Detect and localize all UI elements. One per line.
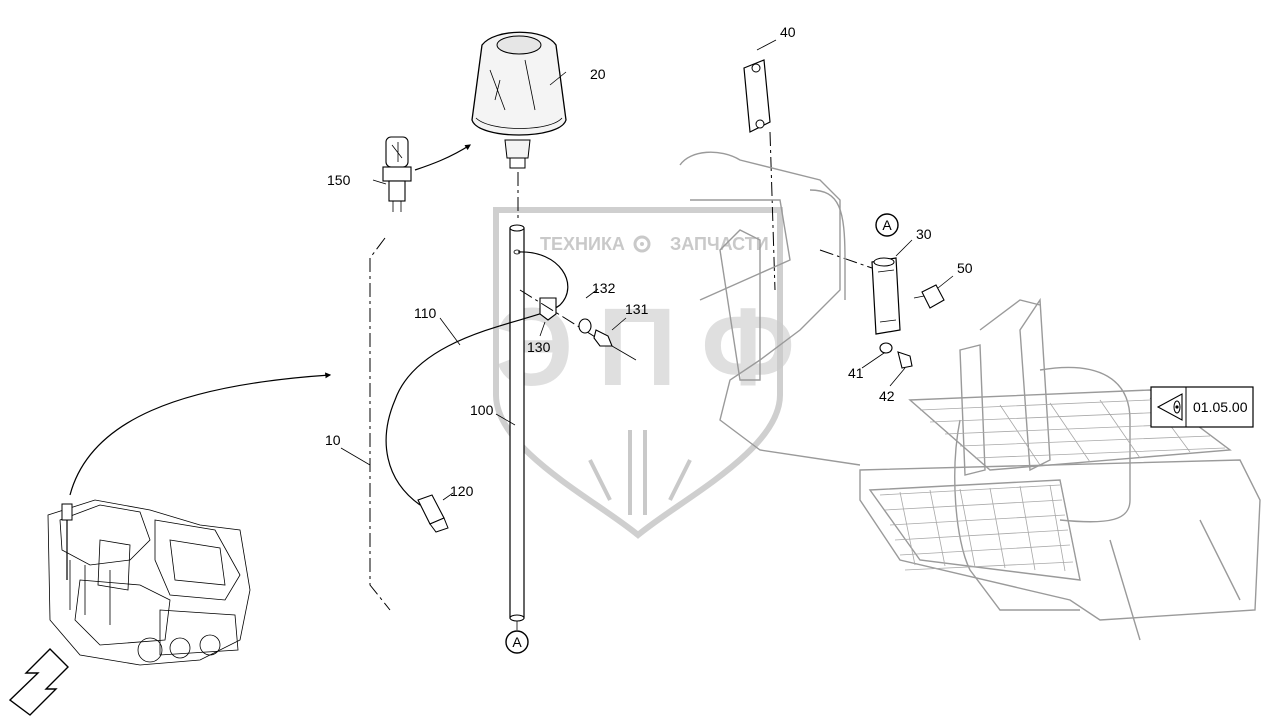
- paver-overview: [47, 499, 251, 666]
- callout-150: 150: [327, 172, 351, 188]
- leader-132: [585, 288, 599, 299]
- callout-30: 30: [916, 226, 932, 242]
- connector: [417, 494, 449, 533]
- callout-50: 50: [957, 260, 973, 276]
- leader-150: [372, 179, 387, 185]
- leader-131: [611, 317, 627, 331]
- washer-132: [578, 318, 592, 334]
- reference-box[interactable]: 01.05.00: [1150, 386, 1254, 428]
- screw-131: [593, 329, 613, 347]
- callout-41: 41: [848, 365, 864, 381]
- callout-10: 10: [325, 432, 341, 448]
- reference-page: 01.05.00: [1193, 399, 1248, 415]
- detail-arrow: [69, 372, 332, 496]
- grating: [879, 397, 1226, 572]
- washer-41: [879, 342, 893, 354]
- callout-100: 100: [470, 402, 494, 418]
- eye-icon: [1156, 393, 1183, 421]
- holder-30: [871, 257, 901, 335]
- leader-30: [895, 239, 913, 257]
- callout-40: 40: [780, 24, 796, 40]
- marker-a-bottom: A: [505, 630, 529, 654]
- platform-structure: [679, 151, 1261, 641]
- leader-10: [340, 447, 371, 466]
- watermark-left-text: ТЕХНИКА: [540, 234, 625, 254]
- callout-120: 120: [450, 483, 474, 499]
- wheat-icon: [588, 430, 692, 515]
- leader-40: [756, 39, 777, 51]
- leader-100: [495, 413, 516, 426]
- svg-text:A: A: [882, 217, 892, 233]
- knob-50: [913, 284, 945, 309]
- watermark: ТЕХНИКА ЗАПЧАСТИ ЭПФ: [493, 207, 795, 539]
- mast-tube: [509, 224, 525, 622]
- clamp-bracket: [539, 297, 557, 321]
- leader-120: [442, 492, 454, 501]
- bulb-arrow: [414, 144, 472, 171]
- leader-110: [439, 317, 461, 346]
- screw-42: [897, 351, 913, 369]
- leader-42: [889, 367, 906, 387]
- leader-41: [861, 352, 885, 369]
- leader-50: [937, 275, 954, 289]
- leader-20: [549, 71, 567, 86]
- callout-131: 131: [625, 301, 649, 317]
- callout-132: 132: [592, 280, 616, 296]
- cable: [385, 251, 569, 506]
- view-direction-arrow: [8, 648, 69, 716]
- callout-130: 130: [527, 339, 551, 355]
- svg-text:A: A: [512, 634, 522, 650]
- beacon-location-marker: [61, 503, 73, 521]
- assembly-bracket: [369, 237, 391, 611]
- callout-20: 20: [590, 66, 606, 82]
- leader-130: [539, 321, 546, 337]
- plate-40: [743, 59, 771, 133]
- callout-42: 42: [879, 388, 895, 404]
- marker-a-top: A: [875, 213, 899, 237]
- watermark-right-text: ЗАПЧАСТИ: [670, 234, 769, 254]
- beacon-lamp: [471, 31, 567, 169]
- bulb: [382, 136, 412, 212]
- callout-110: 110: [414, 305, 437, 321]
- gear-icon: [633, 235, 651, 253]
